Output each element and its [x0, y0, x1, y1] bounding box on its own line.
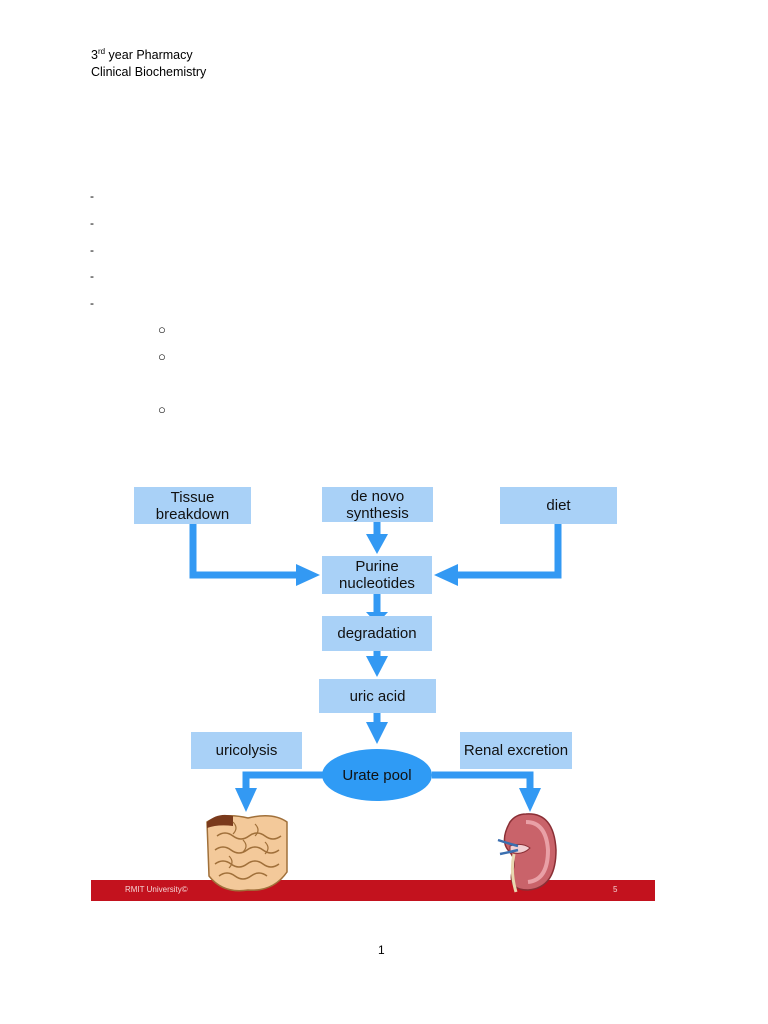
bullet-marker: -: [90, 269, 94, 283]
header-course: 3rd year Pharmacy: [91, 47, 193, 63]
ellipse-urate-pool: Urate pool: [322, 749, 432, 801]
bullet-marker: -: [90, 296, 94, 310]
arrowhead: [296, 564, 320, 586]
box-uric-acid: uric acid: [319, 679, 436, 713]
arrowhead: [519, 788, 541, 812]
arrow-diet-to-purine: [456, 524, 562, 579]
arrowhead: [366, 656, 388, 677]
sub-bullet-marker: ○: [158, 349, 166, 364]
document-header: 3rd year Pharmacy Clinical Biochemistry: [91, 47, 206, 81]
bullet-marker: -: [90, 243, 94, 257]
arrowhead: [366, 534, 388, 554]
box-degradation: degradation: [322, 616, 432, 651]
bullet-marker: -: [90, 189, 94, 203]
arrow-pool-to-uricolysis: [242, 771, 325, 790]
slide-footer-number: 5: [613, 885, 618, 894]
box-renal-excretion: Renal excretion: [460, 732, 572, 769]
box-uricolysis: uricolysis: [191, 732, 302, 769]
arrowhead: [434, 564, 458, 586]
bullet-marker: -: [90, 216, 94, 230]
kidney-icon: [497, 813, 557, 893]
intestine-icon: [206, 814, 288, 892]
page-number: 1: [378, 943, 385, 957]
sub-bullet-marker: ○: [158, 322, 166, 337]
arrow-pool-to-renal: [432, 771, 534, 790]
arrowhead: [235, 788, 257, 812]
sub-bullet-marker: ○: [158, 402, 166, 417]
arrow-tissue-to-purine: [189, 524, 298, 579]
box-diet: diet: [500, 487, 617, 524]
slide-footer-university: RMIT University©: [125, 885, 188, 894]
header-subject: Clinical Biochemistry: [91, 65, 207, 79]
arrowhead: [366, 722, 388, 744]
